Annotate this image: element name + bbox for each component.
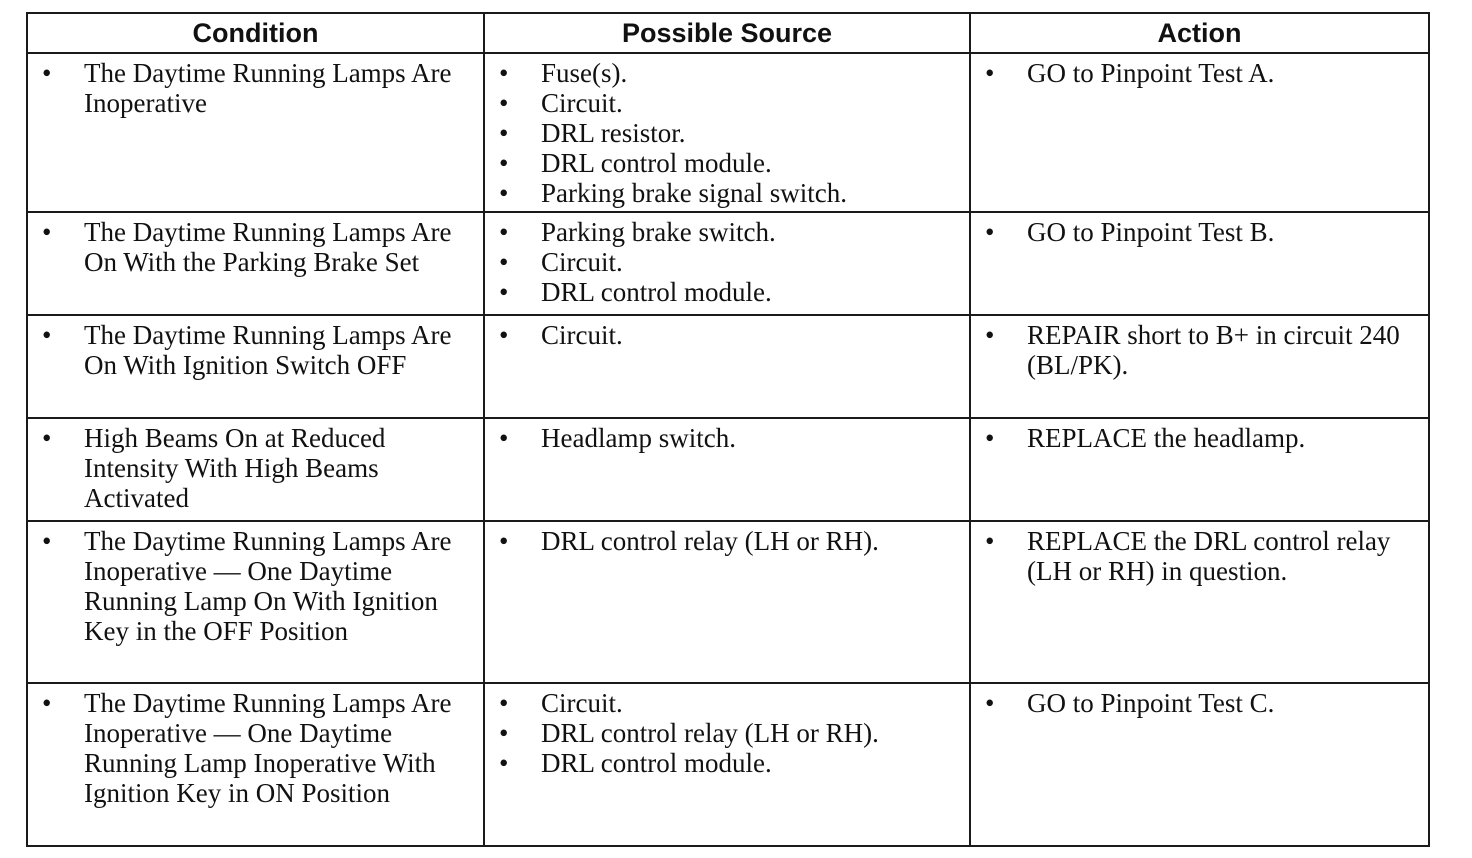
condition-cell: The Daytime Running Lamps Are Inoperativ… <box>26 682 485 847</box>
header-condition: Condition <box>26 12 485 54</box>
action-cell: GO to Pinpoint Test C. <box>969 682 1430 847</box>
action-cell: REPLACE the DRL control relay (LH or RH)… <box>969 520 1430 684</box>
source-item: DRL control module. <box>485 748 969 778</box>
source-item: Parking brake signal switch. <box>485 178 969 208</box>
table-row: The Daytime Running Lamps Are On With Ig… <box>26 314 1430 419</box>
header-action: Action <box>969 12 1430 54</box>
diagnosis-table: Condition Possible Source Action The Day… <box>26 12 1430 847</box>
table-row: The Daytime Running Lamps Are Inoperativ… <box>26 52 1430 213</box>
source-item: Headlamp switch. <box>485 423 969 453</box>
source-item: Circuit. <box>485 247 969 277</box>
source-item: Circuit. <box>485 688 969 718</box>
source-item: DRL control module. <box>485 277 969 307</box>
source-item: Circuit. <box>485 88 969 118</box>
action-text: REPLACE the headlamp. <box>971 423 1428 453</box>
action-text: GO to Pinpoint Test B. <box>971 217 1428 247</box>
condition-text: The Daytime Running Lamps Are Inoperativ… <box>28 688 483 808</box>
table-row: The Daytime Running Lamps Are Inoperativ… <box>26 520 1430 684</box>
header-row: Condition Possible Source Action <box>26 12 1430 54</box>
condition-text: The Daytime Running Lamps Are On With th… <box>28 217 483 277</box>
condition-text: The Daytime Running Lamps Are Inoperativ… <box>28 526 483 646</box>
condition-cell: The Daytime Running Lamps Are On With th… <box>26 211 485 316</box>
source-cell: Parking brake switch. Circuit. DRL contr… <box>483 211 971 316</box>
source-cell: Fuse(s). Circuit. DRL resistor. DRL cont… <box>483 52 971 213</box>
table-row: The Daytime Running Lamps Are Inoperativ… <box>26 682 1430 847</box>
source-cell: Circuit. DRL control relay (LH or RH). D… <box>483 682 971 847</box>
condition-cell: The Daytime Running Lamps Are Inoperativ… <box>26 52 485 213</box>
action-text: REPLACE the DRL control relay (LH or RH)… <box>971 526 1428 586</box>
table-row: The Daytime Running Lamps Are On With th… <box>26 211 1430 316</box>
condition-cell: The Daytime Running Lamps Are On With Ig… <box>26 314 485 419</box>
source-item: DRL control relay (LH or RH). <box>485 526 969 556</box>
source-cell: Headlamp switch. <box>483 417 971 522</box>
condition-cell: The Daytime Running Lamps Are Inoperativ… <box>26 520 485 684</box>
condition-text: The Daytime Running Lamps Are Inoperativ… <box>28 58 483 118</box>
source-item: DRL control module. <box>485 148 969 178</box>
action-text: REPAIR short to B+ in circuit 240 (BL/PK… <box>971 320 1428 380</box>
source-item: DRL control relay (LH or RH). <box>485 718 969 748</box>
action-text: GO to Pinpoint Test A. <box>971 58 1428 88</box>
action-cell: GO to Pinpoint Test B. <box>969 211 1430 316</box>
source-item: Circuit. <box>485 320 969 350</box>
source-cell: DRL control relay (LH or RH). <box>483 520 971 684</box>
source-cell: Circuit. <box>483 314 971 419</box>
header-possible-source: Possible Source <box>483 12 971 54</box>
condition-cell: High Beams On at Reduced Intensity With … <box>26 417 485 522</box>
source-item: DRL resistor. <box>485 118 969 148</box>
condition-text: The Daytime Running Lamps Are On With Ig… <box>28 320 483 380</box>
condition-text: High Beams On at Reduced Intensity With … <box>28 423 483 513</box>
action-cell: GO to Pinpoint Test A. <box>969 52 1430 213</box>
action-text: GO to Pinpoint Test C. <box>971 688 1428 718</box>
source-item: Fuse(s). <box>485 58 969 88</box>
table-row: High Beams On at Reduced Intensity With … <box>26 417 1430 522</box>
source-item: Parking brake switch. <box>485 217 969 247</box>
action-cell: REPLACE the headlamp. <box>969 417 1430 522</box>
action-cell: REPAIR short to B+ in circuit 240 (BL/PK… <box>969 314 1430 419</box>
